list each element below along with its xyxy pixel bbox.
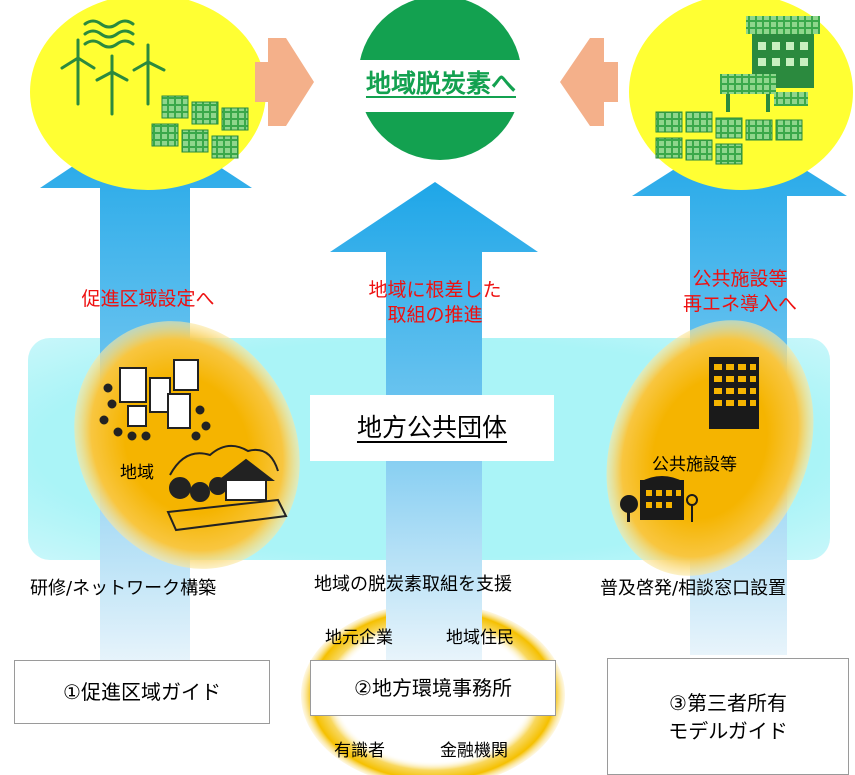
stakeholder-finance: 金融機関: [440, 741, 508, 761]
center-flow-label: 地域に根差した 取組の推進: [345, 278, 525, 328]
solar-panel-icon: [655, 111, 803, 165]
goal-label: 地域脱炭素へ: [365, 69, 516, 98]
center-flow-label-line1: 地域に根差した: [368, 279, 502, 301]
public-facility-label: 公共施設等: [652, 455, 737, 475]
office-building-icon: [709, 357, 759, 429]
support-right-label: 普及啓発/相談窓口設置: [600, 578, 787, 599]
guide-box-center: ②地方環境事務所: [310, 660, 556, 716]
region-label: 地域: [120, 463, 154, 483]
solar-building-icon: [720, 16, 820, 112]
support-left-label: 研修/ネットワーク構築: [30, 578, 217, 599]
chevron-right-icon: [560, 38, 618, 126]
chevron-left-icon: [255, 38, 314, 126]
solar-panel-icon: [151, 95, 249, 159]
guide-label-center: ②地方環境事務所: [354, 676, 512, 700]
town-icon: [99, 359, 211, 441]
right-flow-label-line2: 再エネ導入へ: [682, 293, 797, 315]
stakeholder-experts: 有識者: [334, 741, 385, 761]
support-center-label: 地域の脱炭素取組を支援: [314, 574, 512, 595]
hub-box: [310, 395, 554, 461]
left-flow-label: 促進区域設定へ: [81, 288, 215, 310]
guide-box-right: ③第三者所有 モデルガイド: [607, 658, 849, 775]
hub-label: 地方公共団体: [356, 413, 507, 442]
right-flow-label-line1: 公共施設等: [692, 268, 788, 290]
village-icon: [166, 444, 288, 532]
guide-label-left: ①促進区域ガイド: [63, 680, 221, 704]
guide-label-right-line2: モデルガイド: [668, 718, 788, 743]
stakeholder-local-business: 地元企業: [325, 628, 393, 648]
wind-turbine-icon: [60, 19, 166, 116]
guide-label-right-line1: ③第三者所有: [669, 690, 787, 715]
stakeholder-residents: 地域住民: [446, 628, 514, 648]
right-flow-label: 公共施設等 再エネ導入へ: [655, 267, 825, 317]
center-flow-label-line2: 取組の推進: [387, 304, 483, 326]
school-icon: [620, 476, 698, 522]
guide-box-left: ①促進区域ガイド: [14, 660, 270, 724]
